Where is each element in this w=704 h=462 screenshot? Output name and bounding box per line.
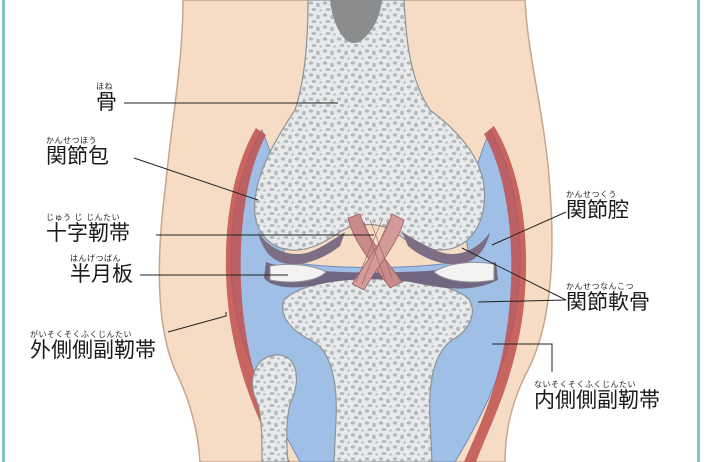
right-frame-line — [697, 0, 700, 462]
label-meniscus-text: 半月板 — [70, 263, 133, 285]
label-lcl: がいそくそくふくじんたい 外側側副靭帯 — [30, 330, 156, 361]
label-cartilage-text: 関節軟骨 — [566, 291, 650, 313]
label-bone-text: 骨 — [96, 91, 117, 113]
label-acl: じゅう じ じんたい 十字靭帯 — [46, 213, 130, 244]
label-joint-capsule: かんせつほう 関節包 — [46, 136, 109, 167]
label-bone: ほね 骨 — [96, 82, 117, 113]
label-joint-capsule-text: 関節包 — [46, 145, 109, 167]
label-acl-text: 十字靭帯 — [46, 222, 130, 244]
label-lcl-text: 外側側副靭帯 — [30, 339, 156, 361]
label-meniscus: はんげつばん 半月板 — [70, 254, 133, 285]
label-mcl-text: 内側側副靭帯 — [534, 389, 660, 411]
label-mcl: ないそくそくふくじんたい 内側側副靭帯 — [534, 380, 660, 411]
label-joint-cavity-text: 関節腔 — [566, 199, 629, 221]
left-frame-line — [2, 0, 5, 462]
label-joint-cavity: かんせつくう 関節腔 — [566, 190, 629, 221]
label-cartilage: かんせつなんこつ 関節軟骨 — [566, 282, 650, 313]
